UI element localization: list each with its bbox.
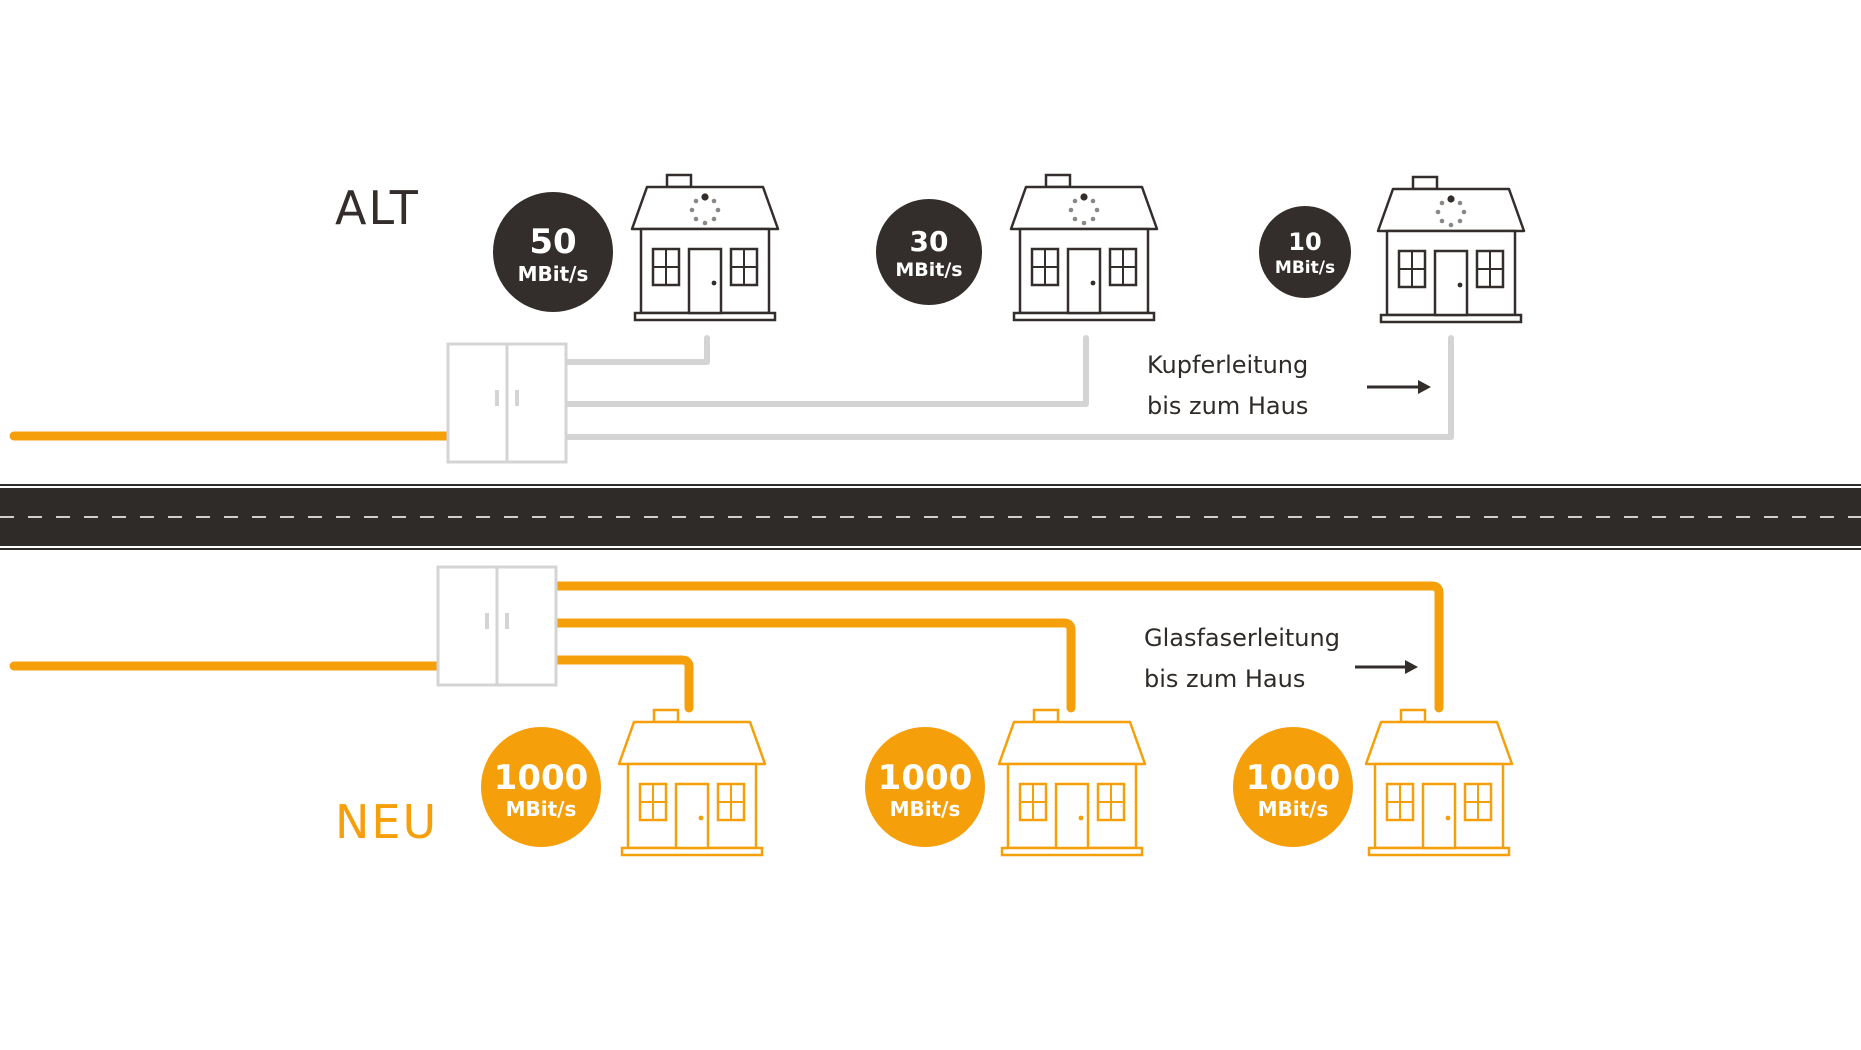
neu-label: NEU [335, 795, 438, 849]
speed-badge [493, 192, 613, 312]
house-icon [617, 708, 767, 857]
speed-badge [1233, 727, 1353, 847]
fiber-line-house-3 [551, 581, 1444, 713]
copper-line-house-2 [563, 335, 1089, 407]
arrow-right-icon [1355, 660, 1418, 674]
alt-house-1: 50 MBit/s [493, 173, 780, 322]
house-icon [997, 708, 1147, 857]
speed-badge [865, 727, 985, 847]
speed-unit: MBit/s [890, 797, 961, 821]
neu-house-2: 1000 MBit/s [865, 708, 1147, 857]
neu-house-3: 1000 MBit/s [1233, 708, 1514, 857]
arrow-right-icon [1367, 380, 1431, 394]
road [0, 484, 1861, 550]
speed-badge [481, 727, 601, 847]
speed-value: 1000 [494, 758, 589, 798]
house-icon [1364, 708, 1514, 857]
copper-caption-line1: Kupferleitung [1147, 351, 1308, 379]
fiber-line-house-2 [551, 618, 1076, 713]
fiber-lines [551, 581, 1444, 713]
speed-value: 1000 [878, 758, 973, 798]
speed-value: 10 [1288, 228, 1321, 256]
speed-value: 30 [910, 225, 949, 258]
speed-unit: MBit/s [1275, 258, 1335, 278]
speed-unit: MBit/s [506, 797, 577, 821]
distribution-cabinet-icon [446, 342, 568, 464]
speed-unit: MBit/s [518, 262, 589, 286]
neu-house-1: 1000 MBit/s [481, 708, 767, 857]
copper-caption-line2: bis zum Haus [1147, 392, 1308, 420]
fiber-caption-line2: bis zum Haus [1144, 665, 1305, 693]
fiber-caption-line1: Glasfaserleitung [1144, 624, 1340, 652]
copper-line-house-1 [563, 335, 710, 365]
copper-lines [563, 335, 1454, 440]
alt-label: ALT [335, 181, 420, 235]
speed-value: 1000 [1246, 758, 1341, 798]
speed-badge [876, 199, 982, 305]
distribution-cabinet-icon [436, 565, 558, 687]
speed-unit: MBit/s [895, 259, 962, 281]
speed-unit: MBit/s [1258, 797, 1329, 821]
alt-house-2: 30 MBit/s [876, 173, 1159, 322]
copper-line-house-3 [563, 335, 1454, 440]
speed-badge [1259, 206, 1351, 298]
speed-value: 50 [529, 222, 576, 262]
alt-house-3: 10 MBit/s [1259, 175, 1526, 324]
fiber-line-house-1 [551, 655, 694, 713]
